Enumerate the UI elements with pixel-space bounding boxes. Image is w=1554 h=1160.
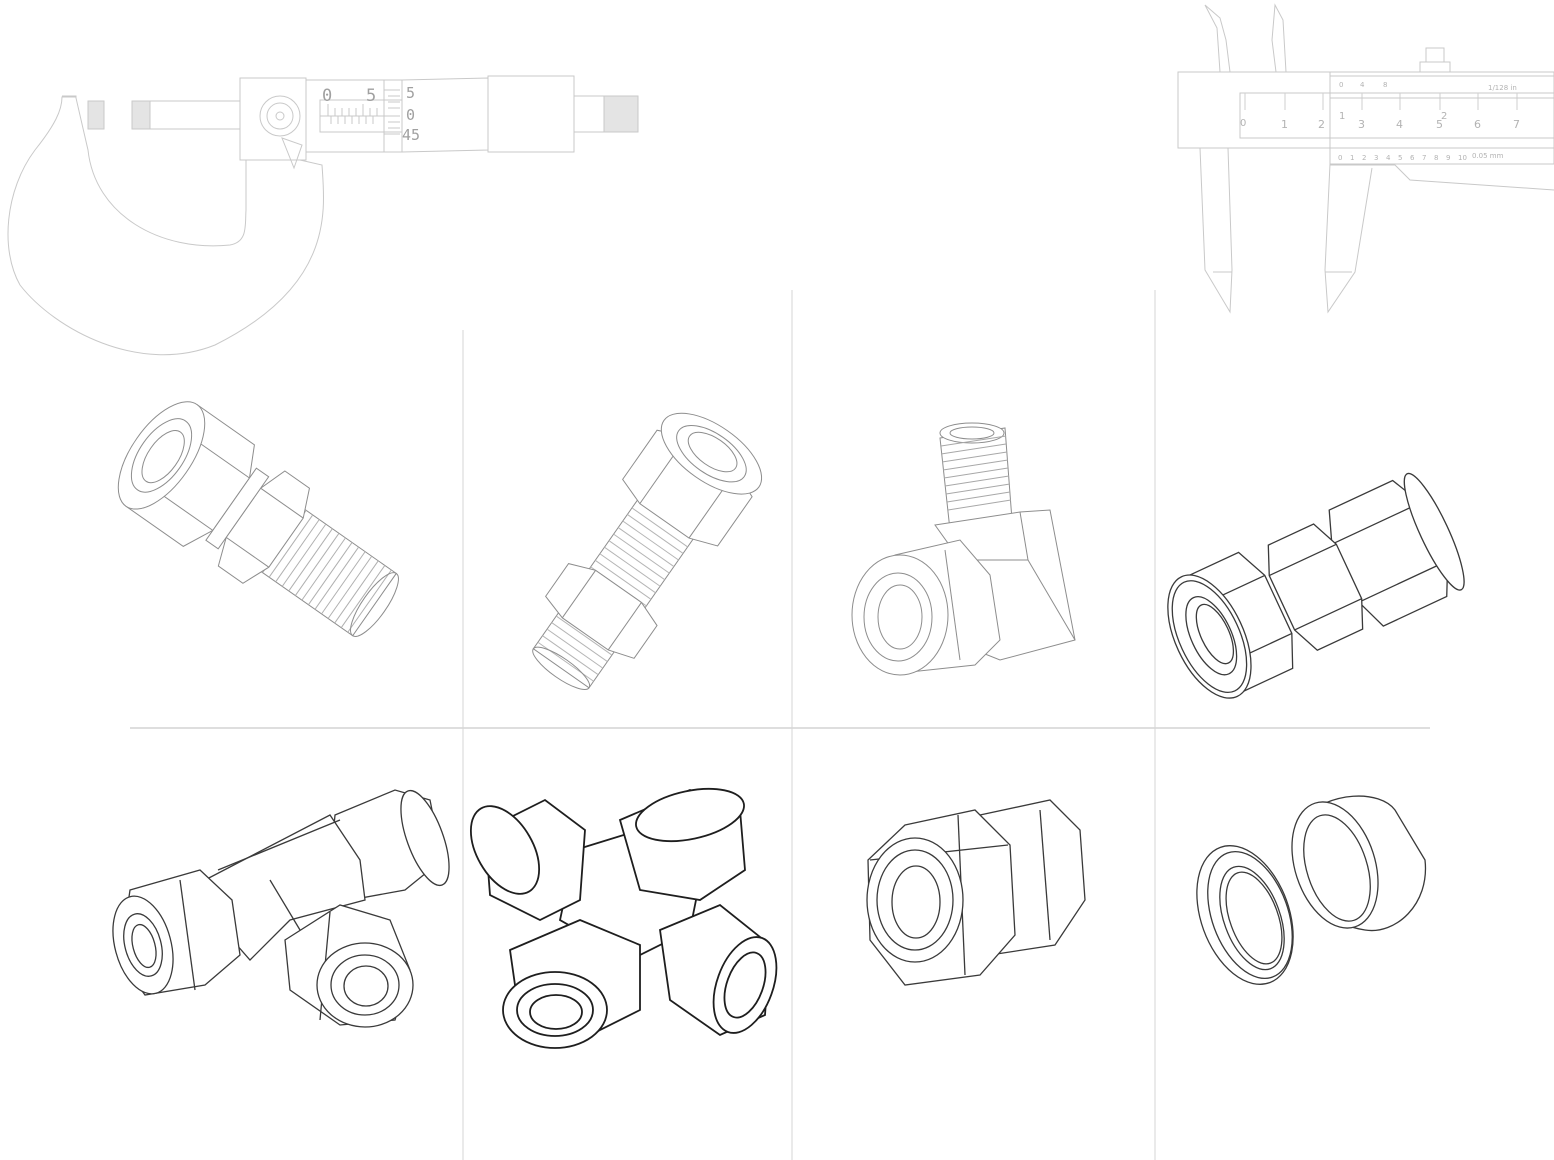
micrometer-thimble-45: 45 [402, 126, 420, 144]
caliper-vernier-inch-unit: 1/128 in [1488, 84, 1517, 92]
ferrule-set-icon [1196, 795, 1427, 985]
male-elbow-icon [851, 422, 1076, 676]
male-connector-icon [117, 401, 399, 637]
caliper-vernier-mm-6: 6 [1410, 154, 1415, 162]
caliper-inch-2: 2 [1318, 118, 1325, 131]
caliper-vernier-mm-0: 0 [1338, 154, 1342, 162]
micrometer-sleeve-0: 0 [322, 86, 332, 106]
caliper-vernier-mm-unit: 0.05 mm [1472, 152, 1504, 160]
caliper-vernier-inch-8: 8 [1383, 81, 1387, 89]
caliper-vernier-mm-5: 5 [1398, 154, 1402, 162]
caliper-vernier-mm-8: 8 [1434, 154, 1438, 162]
grid-dividers [130, 290, 1430, 1160]
caliper-vernier-mm-3: 3 [1374, 154, 1378, 162]
caliper-vernier-mm-7: 7 [1422, 154, 1426, 162]
micrometer-thimble-0: 0 [406, 106, 415, 124]
caliper-vernier-mm-10: 10 [1458, 154, 1467, 162]
caliper-inch-7: 7 [1513, 118, 1520, 131]
bulkhead-connector-icon [532, 412, 763, 690]
caliper-vernier-mm-2: 2 [1362, 154, 1366, 162]
caliper-vernier-inch-4: 4 [1360, 81, 1365, 89]
union-icon [1167, 472, 1465, 699]
micrometer-sleeve-5: 5 [366, 86, 376, 106]
union-tee-icon [112, 789, 450, 1028]
caliper-inch-6: 6 [1474, 118, 1481, 131]
caliper-main-2: 2 [1441, 111, 1447, 122]
caliper-inch-1: 1 [1281, 118, 1288, 131]
micrometer-icon: 0 5 5 0 45 [7, 75, 639, 356]
micrometer-thimble-5: 5 [406, 84, 415, 102]
caliper-inch-3: 3 [1358, 118, 1365, 131]
vernier-caliper-icon: 0 1 2 3 4 5 6 7 1 2 0 4 8 1/128 in 0 1 2… [1177, 3, 1554, 314]
caliper-inch-5: 5 [1436, 118, 1443, 131]
union-cross-icon [469, 787, 778, 1049]
caliper-vernier-inch-0: 0 [1339, 81, 1343, 89]
caliper-vernier-mm-4: 4 [1386, 154, 1391, 162]
caliper-inch-4: 4 [1396, 118, 1403, 131]
caliper-inch-0: 0 [1240, 118, 1246, 129]
caliper-vernier-mm-9: 9 [1446, 154, 1450, 162]
caliper-main-1: 1 [1339, 111, 1345, 122]
port-connector-icon [866, 799, 1086, 986]
caliper-vernier-mm-1: 1 [1350, 154, 1354, 162]
